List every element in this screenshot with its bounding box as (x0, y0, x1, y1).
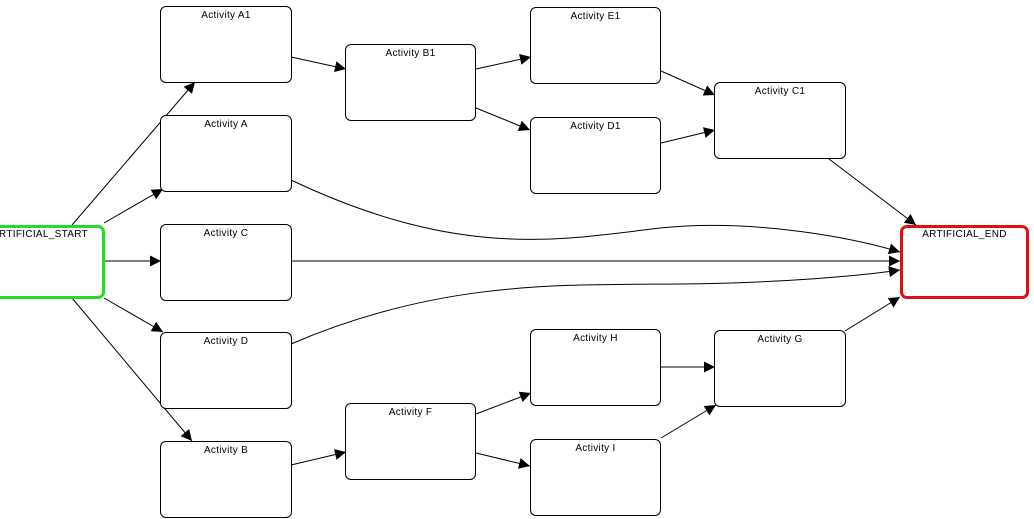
node-activity-h[interactable]: Activity H (530, 329, 661, 406)
node-activity-c1[interactable]: Activity C1 (714, 82, 846, 159)
node-artificial-end[interactable]: ARTIFICIAL_END (900, 225, 1029, 299)
node-activity-f[interactable]: Activity F (345, 403, 476, 480)
edge-a-to-artificial-end (290, 179, 901, 255)
edge-artificial-start-to-d (103, 297, 164, 333)
edge-c1-to-artificial-end (828, 158, 917, 226)
node-activity-b[interactable]: Activity B (160, 441, 292, 518)
node-activity-d1[interactable]: Activity D1 (530, 117, 661, 194)
node-activity-a1[interactable]: Activity A1 (160, 6, 292, 83)
edge-artificial-start-to-a (103, 188, 164, 224)
edge-b1-to-d1 (475, 107, 531, 131)
node-artificial-start[interactable]: ARTIFICIAL_START (0, 225, 105, 299)
edge-a1-to-b1 (290, 56, 347, 73)
edge-d-to-artificial-end (290, 266, 901, 345)
node-activity-d[interactable]: Activity D (160, 332, 292, 409)
node-activity-c[interactable]: Activity C (160, 224, 292, 301)
node-activity-a[interactable]: Activity A (160, 115, 292, 192)
node-activity-g[interactable]: Activity G (714, 330, 846, 407)
edge-i-to-g (660, 404, 717, 439)
edge-b1-to-e1 (475, 53, 532, 70)
node-activity-e1[interactable]: Activity E1 (530, 7, 661, 84)
edge-f-to-i (475, 452, 531, 469)
node-activity-b1[interactable]: Activity B1 (345, 44, 476, 121)
edge-b-to-f (290, 449, 347, 466)
edge-e1-to-c1 (660, 70, 716, 96)
node-activity-i[interactable]: Activity I (530, 439, 661, 516)
edge-artificial-start-to-a1 (71, 81, 196, 226)
edge-g-to-artificial-end (844, 296, 901, 332)
edge-f-to-h (475, 391, 532, 415)
edge-d1-to-c1 (660, 127, 716, 144)
edge-artificial-start-to-b (71, 297, 193, 442)
